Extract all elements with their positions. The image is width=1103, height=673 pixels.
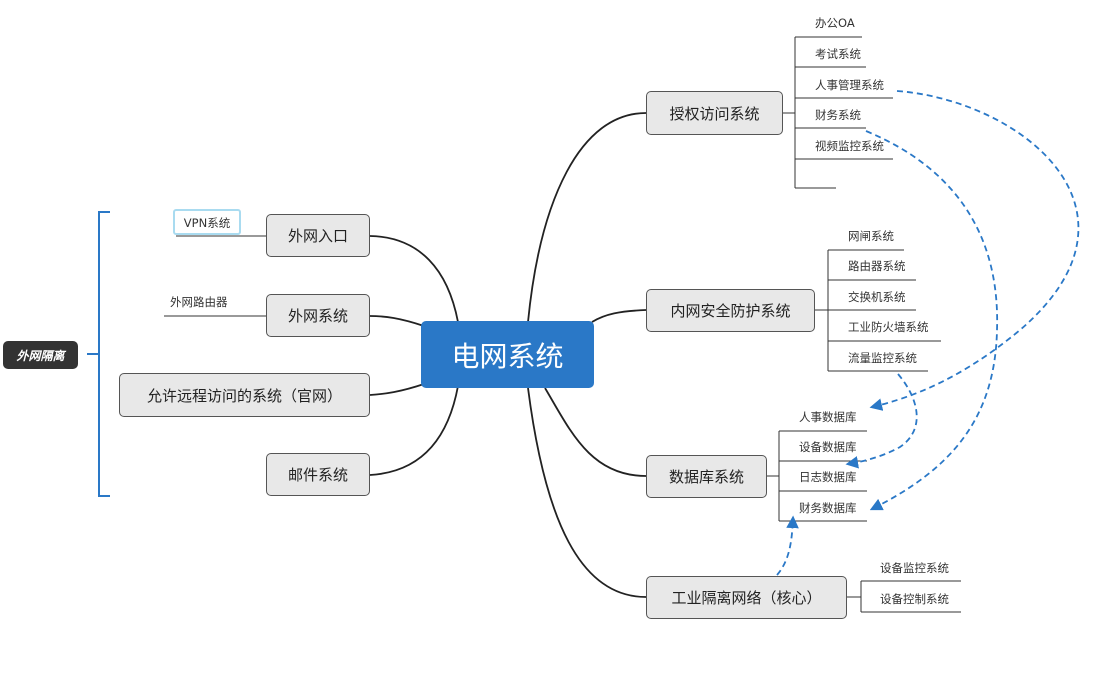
leaf-finance-database[interactable]: 财务数据库 bbox=[799, 501, 857, 515]
leaf-vpn-system[interactable]: VPN系统 bbox=[173, 209, 241, 235]
connector-remote bbox=[369, 383, 425, 396]
node-remote-access-system[interactable]: 允许远程访问的系统（官网） bbox=[119, 373, 370, 417]
relationship-links bbox=[776, 90, 1080, 576]
connector-industrial bbox=[527, 387, 647, 598]
leaf-equipment-database[interactable]: 设备数据库 bbox=[799, 440, 857, 454]
main-branch-connectors bbox=[369, 112, 647, 598]
summary-bracket bbox=[87, 211, 110, 497]
leaf-hr-management-system[interactable]: 人事管理系统 bbox=[815, 78, 884, 92]
leaf-equipment-monitoring-system[interactable]: 设备监控系统 bbox=[880, 561, 949, 575]
connector-extsys bbox=[369, 315, 425, 327]
leaf-equipment-control-system[interactable]: 设备控制系统 bbox=[880, 592, 949, 606]
node-external-system[interactable]: 外网系统 bbox=[266, 294, 370, 337]
link-finance-system-to-finance-db bbox=[865, 130, 998, 511]
summary-label-external-isolation[interactable]: 外网隔离 bbox=[3, 341, 78, 369]
leaf-switch-system[interactable]: 交换机系统 bbox=[848, 290, 906, 304]
connector-auth bbox=[527, 112, 647, 323]
leaf-hr-database[interactable]: 人事数据库 bbox=[799, 410, 857, 424]
node-intranet-security-system[interactable]: 内网安全防护系统 bbox=[646, 289, 815, 332]
link-industrial-to-finance-db bbox=[776, 515, 799, 576]
leaf-external-router[interactable]: 外网路由器 bbox=[170, 295, 228, 309]
node-mail-system[interactable]: 邮件系统 bbox=[266, 453, 370, 496]
connector-database bbox=[544, 387, 647, 477]
link-traffic-to-log-db bbox=[845, 373, 918, 469]
leaf-gateway-system[interactable]: 网闸系统 bbox=[848, 229, 894, 243]
node-authorized-access-system[interactable]: 授权访问系统 bbox=[646, 91, 783, 135]
right-leaf-connectors bbox=[767, 36, 961, 613]
left-leaf-connectors bbox=[164, 235, 267, 317]
leaf-router-system[interactable]: 路由器系统 bbox=[848, 259, 906, 273]
leaf-video-monitoring-system[interactable]: 视频监控系统 bbox=[815, 139, 884, 153]
node-industrial-isolation-network[interactable]: 工业隔离网络（核心） bbox=[646, 576, 847, 619]
leaf-traffic-monitoring-system[interactable]: 流量监控系统 bbox=[848, 351, 917, 365]
leaf-office-oa[interactable]: 办公OA bbox=[815, 16, 855, 30]
leaf-exam-system[interactable]: 考试系统 bbox=[815, 47, 861, 61]
leaf-industrial-firewall-system[interactable]: 工业防火墙系统 bbox=[848, 320, 929, 334]
connector-security bbox=[591, 309, 647, 323]
link-hr-system-to-hr-db bbox=[869, 90, 1080, 411]
node-external-entry[interactable]: 外网入口 bbox=[266, 214, 370, 257]
root-node-power-grid-system[interactable]: 电网系统 bbox=[421, 321, 594, 388]
node-database-system[interactable]: 数据库系统 bbox=[646, 455, 767, 498]
connector-mail bbox=[369, 385, 459, 476]
connector-entry bbox=[369, 235, 459, 323]
leaf-finance-system[interactable]: 财务系统 bbox=[815, 108, 861, 122]
leaf-log-database[interactable]: 日志数据库 bbox=[799, 470, 857, 484]
